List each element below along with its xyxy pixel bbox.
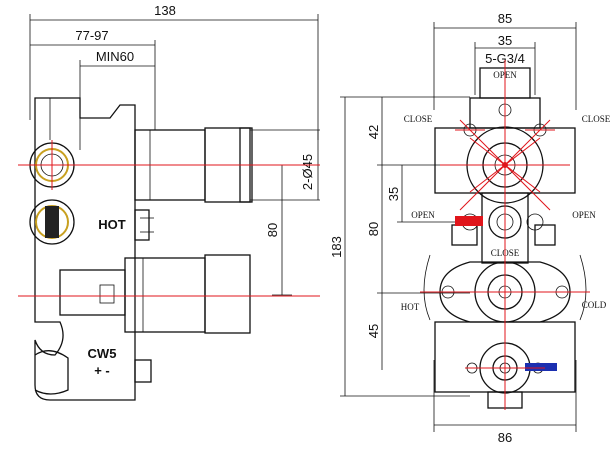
cold-marker <box>525 363 557 371</box>
label-cw: CW5 <box>88 346 117 361</box>
label-open-right: OPEN <box>572 210 596 220</box>
label-close-top-right: CLOSE <box>582 114 611 124</box>
port-lower <box>29 199 75 245</box>
hot-marker <box>455 216 483 226</box>
label-plus-minus: + - <box>94 363 110 378</box>
front-view: 85 35 5-G3/4 86 183 42 80 45 35 <box>329 11 611 445</box>
dim-top-width: 85 <box>498 11 512 26</box>
dim-total-height: 183 <box>329 236 344 258</box>
front-dimensions: 85 35 5-G3/4 86 183 42 80 45 35 <box>329 11 577 445</box>
label-open-left: OPEN <box>411 210 435 220</box>
thread-spec: 5-G3/4 <box>485 51 525 66</box>
valve-body-side <box>34 97 253 401</box>
label-hot-side: HOT <box>98 217 126 232</box>
dim-upper-gap: 35 <box>386 187 401 201</box>
dim-min: MIN60 <box>96 49 134 64</box>
side-dimensions: 138 77-97 MIN60 2-Ø45 80 <box>29 3 320 296</box>
dim-top-offset: 42 <box>366 125 381 139</box>
side-view: 138 77-97 MIN60 2-Ø45 80 <box>18 3 320 401</box>
label-hot-front: HOT <box>401 302 420 312</box>
front-centerlines <box>420 60 590 410</box>
dim-diameter: 2-Ø45 <box>300 154 315 190</box>
side-centerlines <box>18 140 320 297</box>
dim-middle: 80 <box>366 222 381 236</box>
label-close-top-left: CLOSE <box>404 114 433 124</box>
dim-total-width: 138 <box>154 3 176 18</box>
dim-lower: 45 <box>366 324 381 338</box>
label-cold-front: COLD <box>582 300 607 310</box>
dim-spacing: 80 <box>265 223 280 237</box>
dim-wall-range: 77-97 <box>75 28 108 43</box>
dim-port-spacing: 35 <box>498 33 512 48</box>
dim-bottom-width: 86 <box>498 430 512 445</box>
